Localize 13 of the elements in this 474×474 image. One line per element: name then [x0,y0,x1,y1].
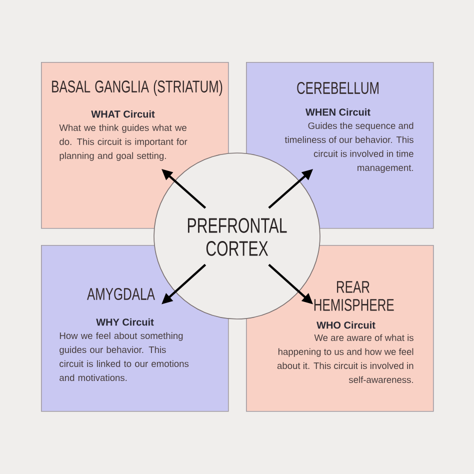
circuit-heading: WHEN Circuit [306,108,370,116]
center-label: PREFRONTAL CORTEX [188,218,287,256]
circuit-heading: WHAT Circuit [91,110,155,118]
description-text: Guides the sequence and timeliness of our behavior. This circuit is involved in time management. [284,122,414,173]
description-text: How we feel about something guides our behavior. This circuit is linked to our emotions and motivations. [60,332,189,382]
circuit-heading: WHO Circuit [316,321,376,329]
region-heading: BASAL GANGLIA (STRIATUM) [52,80,222,96]
region-heading: CEREBELLUM [297,82,378,94]
region-heading: AMYGDALA [87,288,155,300]
region-heading: REAR HEMISPHERE [314,281,394,311]
circuit-heading: WHY Circuit [96,318,154,326]
description-text: What we think guides what we do. This circuit is important for planning and goal setting. [59,124,188,161]
description-text: We are aware of what is happening to us and how we feel about it. This circuit is involved in self-awareness. [277,334,414,384]
